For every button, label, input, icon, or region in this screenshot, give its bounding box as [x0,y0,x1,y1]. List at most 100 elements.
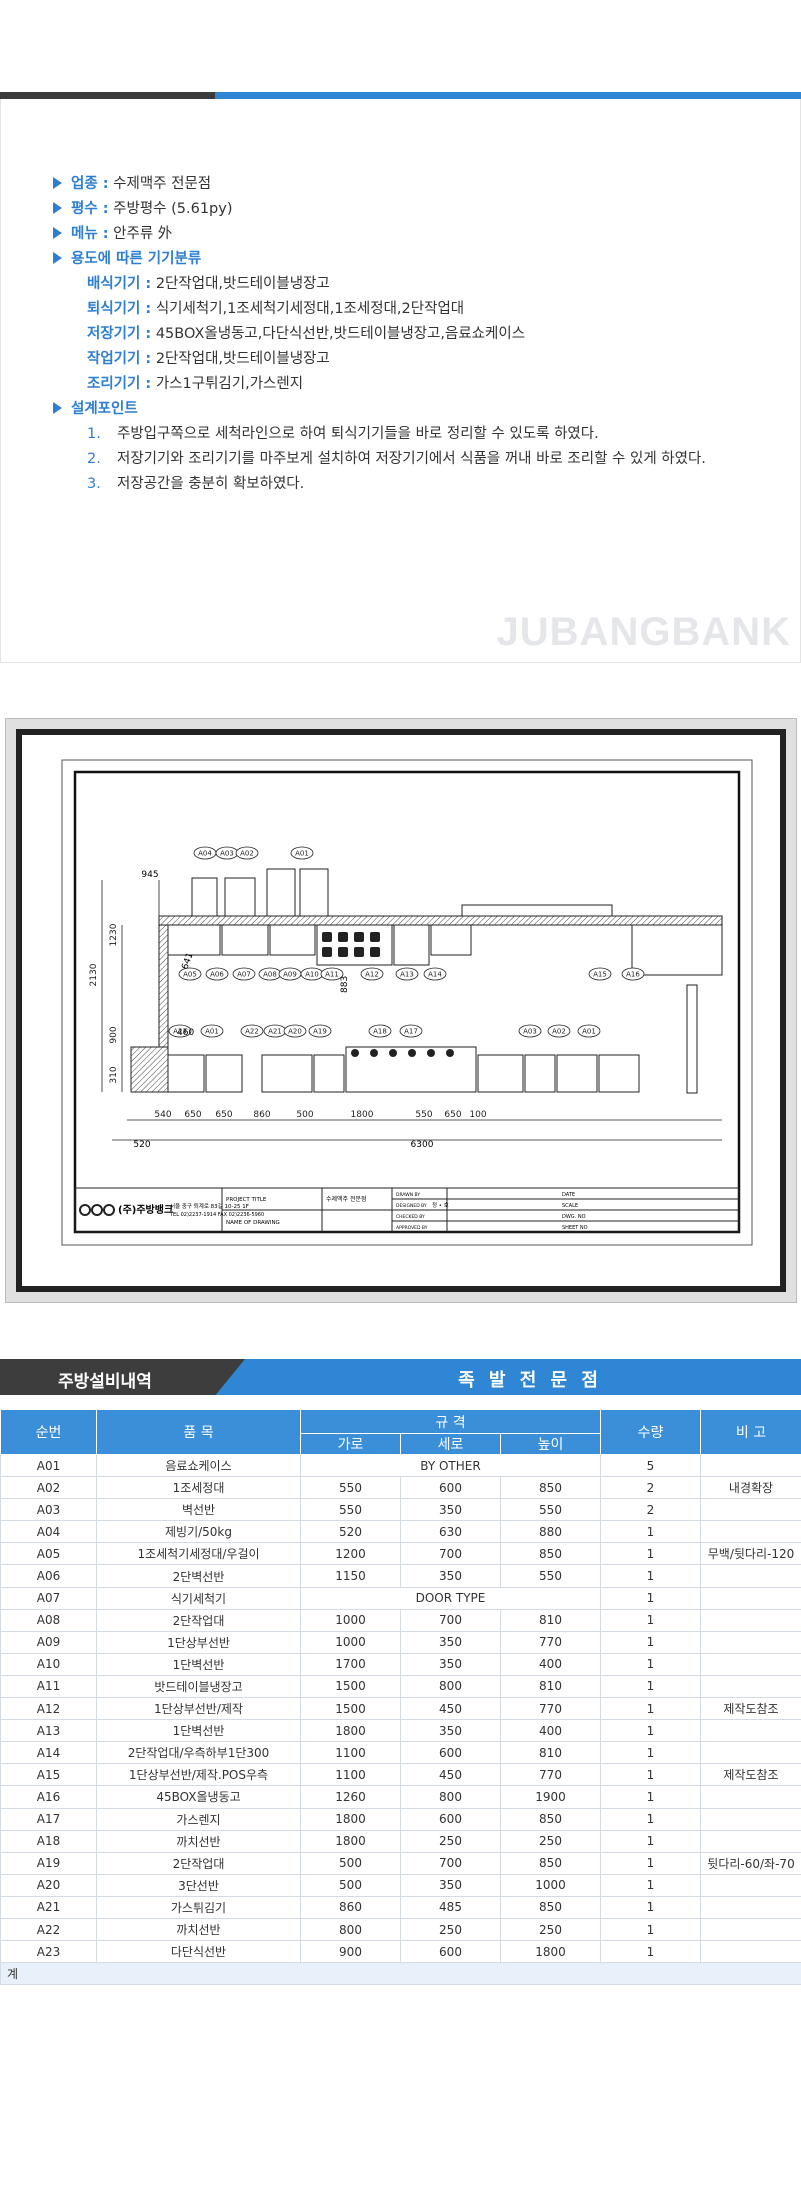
equipment-callout-label: A05 [183,971,197,979]
equipment-callout-label: A17 [404,1028,418,1036]
equipment-callout-label: A07 [237,971,251,979]
col-depth: 세로 [400,1433,501,1455]
designer-name: 정 • 호 [432,1202,449,1209]
dimension-label: 540 [154,1110,171,1120]
dim-460: 460 [177,1028,194,1038]
equipment-callout [399,1024,423,1038]
top-accent-bar [0,92,801,99]
name-of-drawing-label: NAME OF DRAWING [226,1220,280,1226]
dim-945: 945 [141,870,158,880]
equipment-callout-label: A20 [288,1028,302,1036]
checked-by-label: CHECKED BY [396,1214,425,1220]
design-point-1: 1.주방입구쪽으로 세척라인으로 하여 퇴식기기들을 바로 정리할 수 있도록 … [87,426,599,442]
equipment-callout [395,967,419,981]
section-header-band: 주방설비내역 족 발 전 문 점 [0,1359,801,1395]
designed-by-label: DESIGNED BY [396,1203,427,1209]
equipment-callout-label: A08 [263,971,277,979]
equipment-callout-label: A02 [552,1028,566,1036]
company-name: (주)주방뱅크 [118,1203,173,1216]
area-line: 평수 : 주방평수 (5.61py) [53,199,233,219]
jubangbank-watermark: JUBANGBANK [496,610,791,654]
equipment-callout-label: A12 [365,971,379,979]
equipment-callout [168,1024,192,1038]
equipment-callout-label: A01 [205,1028,219,1036]
equipment-callout-label: A21 [268,1028,282,1036]
dimension-label: 1230 [109,923,119,946]
equipment-callout-label: A13 [400,971,414,979]
equipment-callout [518,1024,542,1038]
equipment-callout [283,1024,307,1038]
equipment-callout [547,1024,571,1038]
equipment-callout-label: A04 [198,850,212,858]
equipment-callout [205,967,229,981]
equipment-callout-label: A06 [210,971,224,979]
section-title: 족 발 전 문 점 [458,1370,602,1391]
equipment-callout-label: A14 [428,971,442,979]
equipment-callout-label: A03 [220,850,234,858]
table-total-row: 계 [0,1962,801,1986]
equipment-callout [621,967,645,981]
dimension-label: 550 [415,1110,432,1120]
equipment-callout [290,846,314,860]
equipment-callout [577,1024,601,1038]
triangle-bullet-icon [53,202,62,214]
category-storage: 저장기기 : 45BOX올냉동고,다단식선반,밧드테이블냉장고,음료쇼케이스 [87,326,526,342]
equipment-callout [423,967,447,981]
dimension-label: 2130 [89,963,99,986]
col-width: 가로 [300,1433,401,1455]
equipment-callout-label: A02 [240,850,254,858]
equipment-callout [320,967,344,981]
dimension-label: 310 [109,1066,119,1083]
col-height: 높이 [500,1433,601,1455]
dimension-label: 100 [469,1110,486,1120]
equipment-callout-label: A16 [626,971,640,979]
triangle-bullet-icon [53,227,62,239]
equipment-callout [232,967,256,981]
equipment-callout-label: A01 [582,1028,596,1036]
equipment-callout [368,1024,392,1038]
info-panel: 업종 : 수제맥주 전문점 평수 : 주방평수 (5.61py) 메뉴 : 안주… [0,99,801,663]
category-return: 퇴식기기 : 식기세척기,1조세척기세정대,1조세정대,2단작업대 [87,301,465,317]
dim-520: 520 [133,1140,150,1150]
col-note: 비 고 [700,1409,801,1455]
col-item: 품 목 [96,1409,301,1455]
design-point-heading: 설계포인트 [53,399,138,419]
equipment-callout-label: A10 [305,971,319,979]
dimension-label: 650 [215,1110,232,1120]
dimension-label: 1800 [351,1110,374,1120]
equipment-callout-label: A19 [313,1028,327,1036]
drawn-by-label: DRAWN BY [396,1192,420,1198]
equipment-callout [308,1024,332,1038]
dimension-label: 650 [444,1110,461,1120]
equipment-callout [235,846,259,860]
equipment-callout-label: A11 [325,971,339,979]
equipment-callout-label: A03 [523,1028,537,1036]
classify-heading: 용도에 따른 기기분류 [53,249,201,269]
equipment-callout [588,967,612,981]
category-work: 작업기기 : 2단작업대,밧드테이블냉장고 [87,351,330,367]
triangle-bullet-icon [53,252,62,264]
col-no: 순번 [0,1409,97,1455]
dimension-label: 500 [296,1110,313,1120]
scale-label: SCALE [562,1203,578,1209]
